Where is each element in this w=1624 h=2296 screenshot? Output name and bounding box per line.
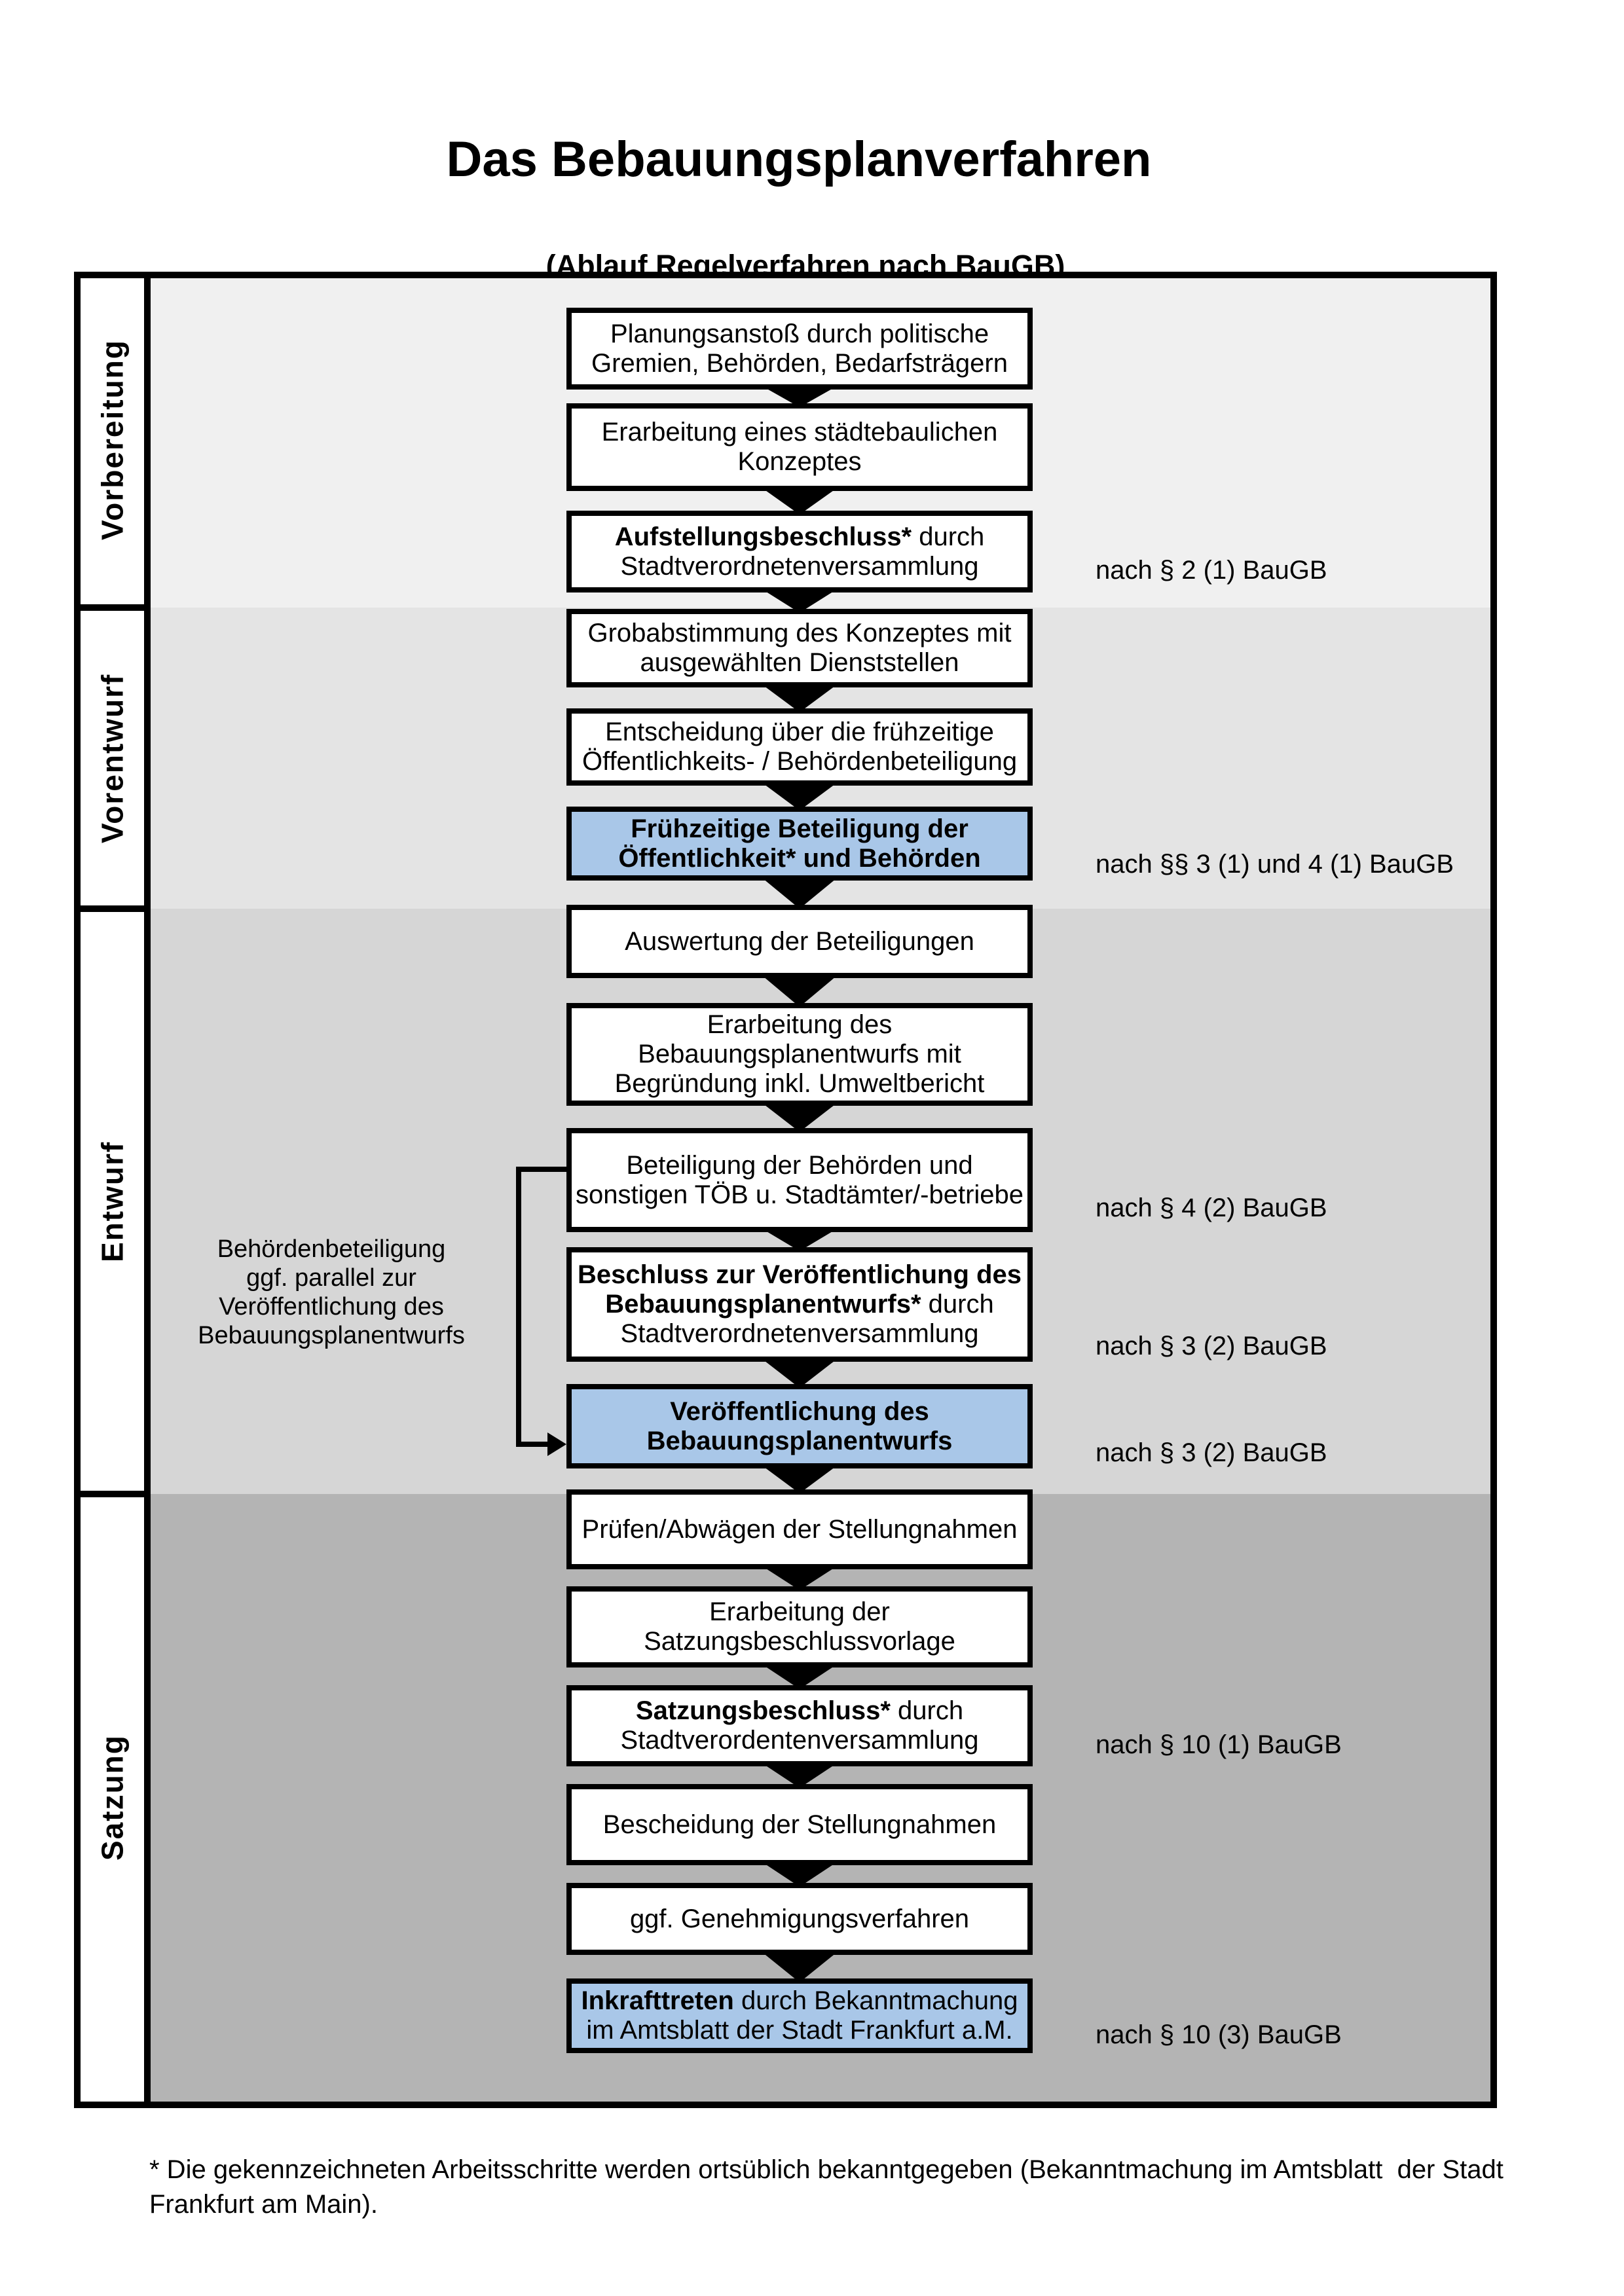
phase-label-satzung: Satzung <box>95 1734 130 1861</box>
flow-box-text: Bebauungsplanentwurfs <box>646 1426 953 1455</box>
flow-box-text: Veröffentlichung des <box>670 1396 929 1426</box>
flow-arrow-down-icon <box>759 1662 840 1689</box>
flow-box-text: Bebauungsplanentwurfs mit <box>638 1040 961 1068</box>
flow-box-text: ggf. Genehmigungsverfahren <box>629 1904 970 1933</box>
label-column-divider <box>144 272 151 2108</box>
phase-label-vorentwurf: Vorentwurf <box>95 673 130 843</box>
legal-reference: nach § 10 (3) BauGB <box>1096 2020 1342 2049</box>
flow-box-text: im Amtsblatt der Stadt Frankfurt a.M. <box>586 2016 1013 2045</box>
phase-label-vorbereitung: Vorbereitung <box>95 339 130 540</box>
flow-box-text: Öffentlichkeits- / Behördenbeteiligung <box>581 747 1018 776</box>
flow-box-text: Konzeptes <box>737 447 862 476</box>
legal-reference: nach § 3 (2) BauGB <box>1096 1332 1327 1360</box>
flow-arrow-down-icon <box>759 780 840 811</box>
flow-arrow-down-icon <box>759 587 840 613</box>
bracket-line-top <box>516 1167 566 1172</box>
bracket-arrowhead-icon <box>547 1432 566 1456</box>
flow-arrow-down-icon <box>759 875 840 909</box>
flow-box-text: Erarbeitung des <box>707 1010 893 1039</box>
flow-box-step-12: Prüfen/Abwägen der Stellungnahmen <box>566 1489 1033 1569</box>
legal-reference: nach § 10 (1) BauGB <box>1096 1730 1342 1759</box>
flow-box-text: Erarbeitung eines städtebaulichen <box>601 418 998 446</box>
phase-label-entwurf: Entwurf <box>95 1140 130 1262</box>
flow-box-text: Satzungsbeschlussvorlage <box>644 1627 955 1656</box>
flow-arrow-down-icon <box>759 973 840 1007</box>
flow-arrow-down-icon <box>759 1227 840 1251</box>
flow-arrow-down-icon <box>759 486 840 515</box>
phase-divider <box>74 1491 151 1497</box>
flow-box-text: Planungsanstoß durch politische <box>610 319 989 348</box>
bracket-line-vertical <box>516 1167 521 1447</box>
flow-box-step-7: Auswertung der Beteiligungen <box>566 905 1033 978</box>
flow-box-text: Stadtverordentenversammlung <box>620 1726 979 1755</box>
flow-box-text: ausgewählten Dienststellen <box>640 648 959 677</box>
flow-box-text: Frühzeitige Beteiligung der <box>631 814 969 843</box>
flow-arrow-down-icon <box>759 1357 840 1388</box>
flow-arrow-down-icon <box>759 1860 840 1887</box>
footnote: * Die gekennzeichneten Arbeitsschritte w… <box>149 2155 1504 2219</box>
flow-arrow-down-icon <box>759 1761 840 1788</box>
flow-arrow-down-icon <box>759 1564 840 1590</box>
flow-box-text: Entscheidung über die frühzeitige <box>605 718 994 746</box>
flow-box-text: Prüfen/Abwägen der Stellungnahmen <box>581 1514 1018 1544</box>
side-note: Behördenbeteiligung ggf. parallel zur Ve… <box>198 1235 465 1349</box>
flow-box-text: Satzungsbeschluss* durch <box>635 1696 964 1725</box>
flow-box-step-16: ggf. Genehmigungsverfahren <box>566 1883 1033 1955</box>
flow-arrow-down-icon <box>759 1950 840 1982</box>
phase-label-column <box>81 278 144 2102</box>
bracket-line-bottom <box>516 1442 550 1447</box>
flow-box-text: Stadtverordnetenversammlung <box>620 1319 979 1348</box>
phase-divider <box>74 905 151 912</box>
flow-box-text: Beteiligung der Behörden und <box>626 1150 973 1180</box>
flow-box-text: Auswertung der Beteiligungen <box>625 926 974 956</box>
flow-box-text: Bebauungsplanentwurfs* durch <box>605 1290 994 1319</box>
flow-arrow-down-icon <box>759 384 840 407</box>
legal-reference: nach §§ 3 (1) und 4 (1) BauGB <box>1096 850 1454 879</box>
flow-box-text: Begründung inkl. Umweltbericht <box>614 1069 985 1098</box>
legal-reference: nach § 4 (2) BauGB <box>1096 1194 1327 1222</box>
flow-box-text: Erarbeitung der <box>709 1597 890 1626</box>
flow-box-text: Inkrafttreten durch Bekanntmachung <box>581 1986 1018 2015</box>
flow-arrow-down-icon <box>759 1463 840 1493</box>
flow-box-text: Grobabstimmung des Konzeptes mit <box>587 619 1012 647</box>
legal-reference: nach § 2 (1) BauGB <box>1096 556 1327 585</box>
phase-divider <box>74 604 151 611</box>
legal-reference: nach § 3 (2) BauGB <box>1096 1438 1327 1467</box>
flow-box-step-15: Bescheidung der Stellungnahmen <box>566 1784 1033 1865</box>
diagram-title: Das Bebauungsplanverfahren <box>446 132 1152 187</box>
flow-arrow-down-icon <box>759 682 840 712</box>
flow-box-text: sonstigen TÖB u. Stadtämter/-betriebe <box>575 1180 1024 1209</box>
flow-box-text: Bescheidung der Stellungnahmen <box>602 1810 997 1839</box>
flow-box-text: Stadtverordnetenversammlung <box>620 551 979 581</box>
flow-box-text: Beschluss zur Veröffentlichung des <box>578 1260 1022 1289</box>
flow-box-text: Aufstellungsbeschluss* durch <box>614 522 985 551</box>
flow-box-text: Gremien, Behörden, Bedarfsträgern <box>591 348 1008 378</box>
flow-arrow-down-icon <box>759 1101 840 1132</box>
flow-box-text: Öffentlichkeit* und Behörden <box>618 843 981 873</box>
